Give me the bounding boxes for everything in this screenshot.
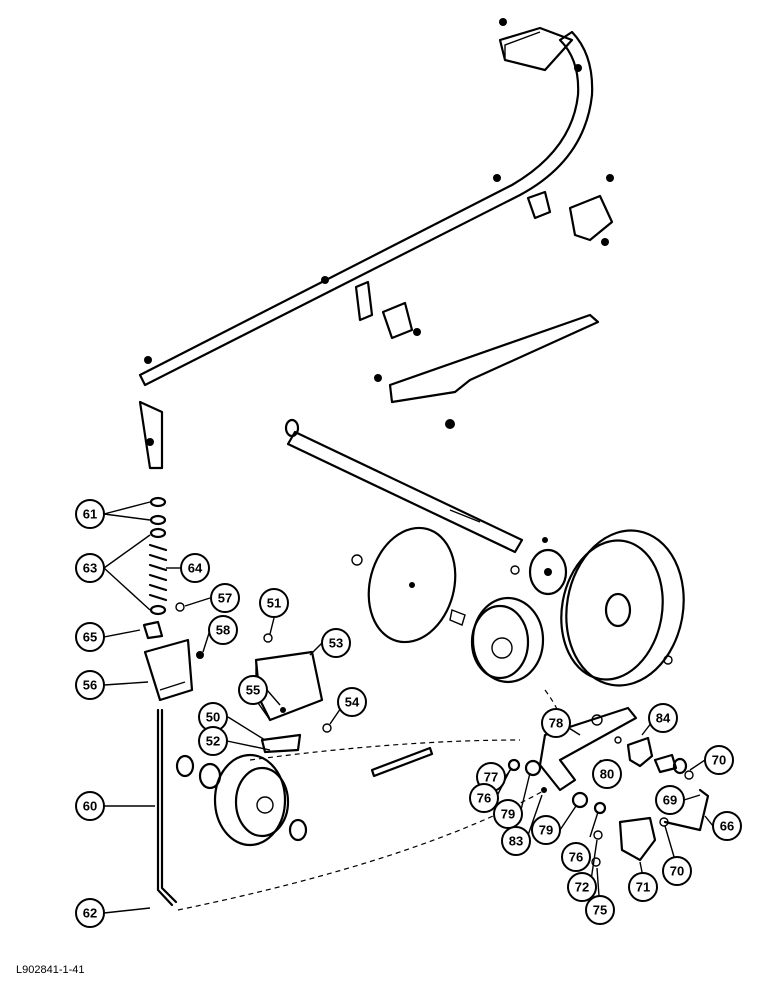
callout-label: 64 xyxy=(188,561,203,576)
callout-56: 56 xyxy=(75,670,105,700)
callout-label: 84 xyxy=(656,711,671,726)
callout-61: 61 xyxy=(75,499,105,529)
callout-label: 66 xyxy=(720,819,734,834)
skid-plate xyxy=(388,313,600,404)
middle-pulley xyxy=(449,596,545,684)
callout-label: 65 xyxy=(83,630,97,645)
short-pin xyxy=(370,746,434,778)
frame-brackets xyxy=(138,190,614,470)
callout-83: 83 xyxy=(501,826,531,856)
callout-72: 72 xyxy=(567,872,597,902)
callout-label: 53 xyxy=(329,636,343,651)
callout-label: 55 xyxy=(246,683,260,698)
callout-65: 65 xyxy=(75,622,105,652)
callout-label: 63 xyxy=(83,561,97,576)
callout-label: 79 xyxy=(539,823,553,838)
callout-label: 56 xyxy=(83,678,97,693)
callout-label: 62 xyxy=(83,906,97,921)
callout-79-lower: 79 xyxy=(531,815,561,845)
tension-bracket xyxy=(591,770,710,867)
callout-62: 62 xyxy=(75,898,105,928)
large-pulley xyxy=(560,529,685,687)
idler-arm xyxy=(507,706,688,815)
callout-label: 76 xyxy=(569,850,583,865)
callout-label: 72 xyxy=(575,880,589,895)
callout-label: 76 xyxy=(477,791,491,806)
lower-pulley-assembly xyxy=(175,753,308,847)
callout-label: 75 xyxy=(593,903,607,918)
belt-path xyxy=(177,689,566,911)
callout-55: 55 xyxy=(238,675,268,705)
callout-80: 80 xyxy=(592,759,622,789)
control-rod xyxy=(156,708,178,907)
callout-70-upper: 70 xyxy=(704,745,734,775)
spring-assembly xyxy=(142,496,204,659)
callout-84: 84 xyxy=(648,703,678,733)
callout-label: 70 xyxy=(670,864,684,879)
callout-78: 78 xyxy=(541,708,571,738)
drive-shaft xyxy=(284,418,524,554)
callout-label: 79 xyxy=(501,807,515,822)
callout-label: 61 xyxy=(83,507,97,522)
callout-label: 58 xyxy=(216,623,230,638)
callout-60: 60 xyxy=(75,791,105,821)
callout-label: 69 xyxy=(663,793,677,808)
callout-label: 78 xyxy=(549,716,563,731)
pivot-bracket xyxy=(143,638,194,702)
callout-75: 75 xyxy=(585,895,615,925)
callout-57: 57 xyxy=(210,583,240,613)
frame-fasteners xyxy=(144,18,614,446)
callout-50: 50 xyxy=(198,702,228,732)
callout-63: 63 xyxy=(75,553,105,583)
callout-76-lower: 76 xyxy=(561,842,591,872)
small-upper-pulley xyxy=(510,537,568,596)
callout-label: 52 xyxy=(206,734,220,749)
callout-label: 80 xyxy=(600,767,614,782)
callout-label: 54 xyxy=(345,695,360,710)
callout-53: 53 xyxy=(321,628,351,658)
callout-76-upper: 76 xyxy=(469,783,499,813)
curved-frame-tube xyxy=(138,26,594,387)
callout-label: 77 xyxy=(484,770,498,785)
callout-label: 60 xyxy=(83,799,97,814)
callout-label: 71 xyxy=(636,880,650,895)
figure-reference-code: L902841-1-41 xyxy=(16,964,85,976)
callout-52: 52 xyxy=(198,726,228,756)
callout-54: 54 xyxy=(337,687,367,717)
callout-label: 51 xyxy=(267,596,281,611)
callout-71: 71 xyxy=(628,872,658,902)
callout-label: 83 xyxy=(509,834,523,849)
callout-label: 57 xyxy=(218,591,232,606)
callout-label: 50 xyxy=(206,710,220,725)
callout-51: 51 xyxy=(259,588,289,618)
callout-64: 64 xyxy=(180,553,210,583)
callout-58: 58 xyxy=(208,615,238,645)
callout-66: 66 xyxy=(712,811,742,841)
callout-79-upper: 79 xyxy=(493,799,523,829)
flat-disc xyxy=(351,526,457,644)
callout-70-lower: 70 xyxy=(662,856,692,886)
callout-69: 69 xyxy=(655,785,685,815)
callout-label: 70 xyxy=(712,753,726,768)
